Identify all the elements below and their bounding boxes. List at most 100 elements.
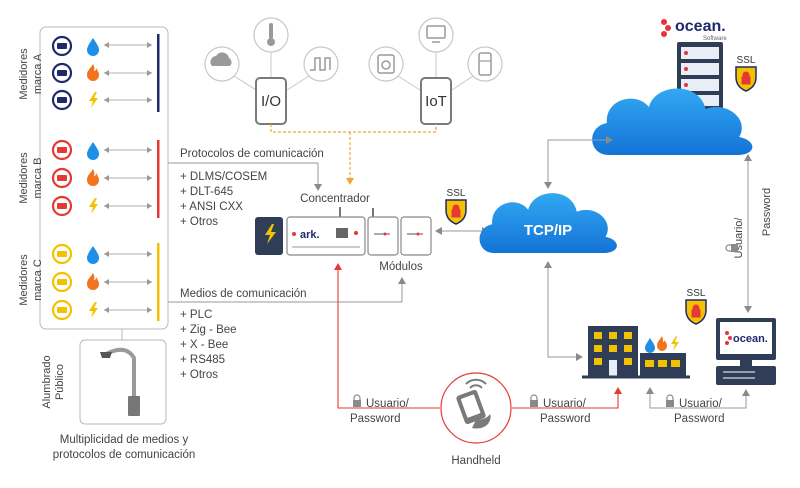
- iot-label: IoT: [425, 93, 447, 110]
- refrigerator-icon: [478, 52, 492, 76]
- public-lighting-frame: [79, 339, 167, 425]
- meter-icon: [51, 299, 73, 321]
- media-item: + PLC: [180, 309, 212, 321]
- washing-machine-icon: [377, 54, 395, 74]
- meter-group-c: [51, 243, 160, 321]
- water-drop-icon: [645, 338, 655, 353]
- lock-icon: [530, 394, 538, 407]
- flame-icon: [87, 169, 99, 186]
- handheld-label: Handheld: [451, 455, 500, 467]
- modules-label: Módulos: [379, 261, 423, 273]
- ssl-shield-concentrator: SSL: [445, 188, 467, 225]
- user-label: Usuario/: [679, 398, 723, 410]
- credentials-handheld-building: Usuario/ Password: [530, 394, 591, 425]
- group-c-label-line1: Medidores: [18, 254, 30, 306]
- workstation-ocean-brand: ocean.: [733, 333, 768, 345]
- concentrator: Concentrador ark. Módulos: [255, 193, 432, 273]
- ark-logo: ark.: [300, 229, 320, 241]
- rain-cloud-icon: [210, 52, 232, 66]
- lightning-icon: [89, 302, 98, 318]
- group-a-label-line2: marca A: [32, 53, 44, 94]
- module-unit: [367, 216, 399, 256]
- pulse-signal-icon: [310, 57, 331, 71]
- lock-icon: [353, 394, 361, 407]
- protocol-item: + ANSI CXX: [180, 201, 243, 213]
- io-device: I/O: [204, 17, 339, 125]
- tcpip-label: TCP/IP: [524, 222, 572, 239]
- meter-icon: [51, 243, 73, 265]
- buildings: SSL: [582, 288, 707, 379]
- meter-icon: [51, 195, 73, 217]
- user-label: Usuario/: [366, 398, 410, 410]
- media-item: + X - Bee: [180, 339, 228, 351]
- meter-icon: [51, 35, 73, 57]
- vertical-user-label: Usuario/: [733, 217, 745, 259]
- thermometer-icon: [267, 23, 275, 46]
- water-drop-icon: [87, 246, 99, 264]
- flame-icon: [87, 64, 99, 81]
- power-module: [255, 217, 283, 255]
- ocean-sub: Software: [703, 36, 727, 42]
- protocols-block: Protocolos de comunicación + DLMS/COSEM …: [168, 148, 324, 228]
- public-lighting: Alumbrado Público: [41, 339, 167, 425]
- credentials-building-workstation: Usuario/ Password: [666, 394, 725, 425]
- group-b-label-line1: Medidores: [18, 152, 30, 204]
- concentrator-label: Concentrador: [300, 193, 370, 205]
- group-c-label-line2: marca C: [32, 259, 44, 301]
- meter-group-b: [51, 139, 160, 218]
- lock-icon: [725, 244, 738, 252]
- group-a-label-line1: Medidores: [18, 48, 30, 100]
- meters-panel: Medidores marca A Medidores marca B Medi…: [18, 26, 169, 330]
- flame-icon: [657, 336, 667, 351]
- protocol-item: + DLMS/COSEM: [180, 171, 267, 183]
- phone-in-hand-icon: [456, 389, 491, 429]
- io-label: I/O: [261, 93, 281, 110]
- lightning-icon: [265, 224, 276, 244]
- group-b-label-line2: marca B: [32, 158, 44, 199]
- password-label: Password: [540, 413, 591, 425]
- meter-icon: [51, 167, 73, 189]
- meter-icon: [51, 89, 73, 111]
- lock-icon: [451, 204, 461, 218]
- multiplicity-caption-line2: protocolos de comunicación: [53, 449, 196, 461]
- handheld: Handheld: [440, 372, 512, 467]
- media-title: Medios de comunicación: [180, 288, 307, 300]
- module-unit: [400, 216, 432, 256]
- water-drop-icon: [87, 142, 99, 160]
- media-item: + RS485: [180, 354, 225, 366]
- wifi-signal-icon: [465, 378, 487, 389]
- password-label: Password: [674, 413, 725, 425]
- protocol-item: + DLT-645: [180, 186, 233, 198]
- public-lighting-label-line2: Público: [54, 364, 66, 400]
- lightning-icon: [89, 198, 98, 214]
- meter-icon: [51, 271, 73, 293]
- vertical-password-label: Password: [761, 188, 773, 236]
- lock-icon: [741, 71, 751, 85]
- media-block: Medios de comunicación + PLC + Zig - Bee…: [168, 277, 406, 381]
- io-dashed-links: [270, 124, 437, 185]
- ocean-brand: ocean.: [675, 18, 726, 35]
- water-drop-icon: [87, 38, 99, 56]
- user-label: Usuario/: [543, 398, 587, 410]
- concentrator-unit: [286, 216, 366, 256]
- ssl-label: SSL: [687, 288, 706, 299]
- protocol-item: + Otros: [180, 216, 218, 228]
- lightning-icon: [89, 92, 98, 108]
- ssl-label: SSL: [737, 55, 756, 66]
- tcpip-cloud: TCP/IP: [479, 193, 617, 253]
- password-label: Password: [350, 413, 401, 425]
- lock-icon: [666, 394, 674, 407]
- monitor-icon: [426, 25, 446, 43]
- multiplicity-caption-line1: Multiplicidad de medios y: [60, 434, 189, 446]
- media-item: + Zig - Bee: [180, 324, 237, 336]
- ocean-cloud: [592, 88, 753, 155]
- workstation: ocean.: [716, 318, 776, 385]
- meter-icon: [51, 62, 73, 84]
- lightning-icon: [671, 336, 679, 351]
- public-lighting-label-line1: Alumbrado: [41, 355, 53, 408]
- lock-icon: [691, 304, 701, 318]
- iot-device: IoT: [368, 17, 503, 125]
- protocols-title: Protocolos de comunicación: [180, 148, 324, 160]
- meters-panel-frame: [39, 26, 169, 330]
